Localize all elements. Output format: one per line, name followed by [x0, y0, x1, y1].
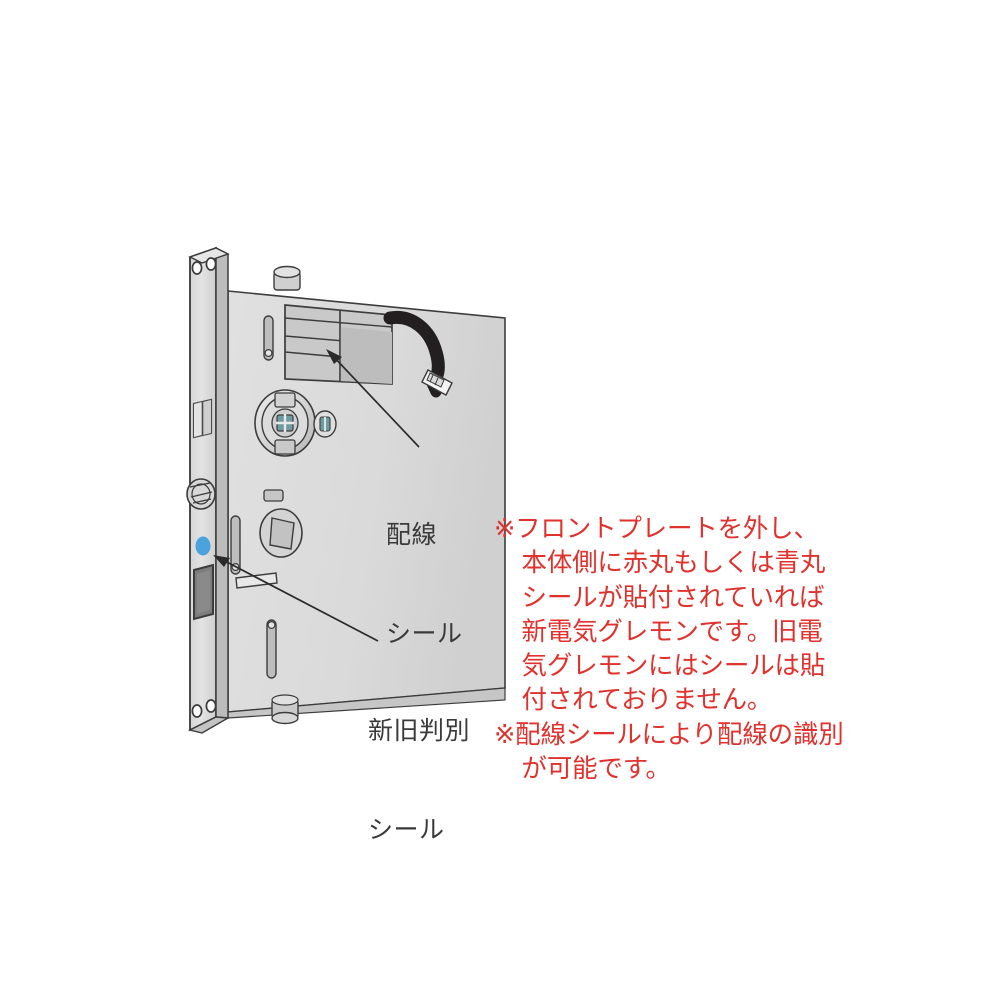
note-2: ※配線シールにより配線の識別が可能です。 [494, 719, 844, 785]
screw-hole-top-right [205, 257, 217, 271]
callout-label-wiring-seal-line2: シール [386, 619, 463, 648]
callout-label-oldnew-seal: 新旧判別 シール [368, 648, 470, 912]
front-plate [186, 246, 231, 734]
callout-label-wiring-seal: 配線 シール [386, 452, 463, 716]
wiring-seal-sticker [284, 304, 393, 385]
latch-bolt-opening [192, 398, 213, 439]
callout-label-wiring-seal-line1: 配線 [386, 520, 438, 549]
notes-block: ※フロントプレートを外し、本体側に赤丸もしくは青丸シールが貼付されていれば新電気… [494, 512, 844, 786]
case-bottom-stud [271, 694, 299, 725]
dead-bolt-opening [193, 563, 214, 621]
screw-hole-bottom-right [205, 699, 217, 713]
cylinder-screw [276, 414, 294, 432]
latch-tab [235, 572, 278, 589]
callout-leader-wiring [326, 349, 420, 448]
callout-leader-oldnew [213, 555, 379, 642]
spindle-hole [259, 508, 303, 558]
case-top-stud [273, 265, 301, 291]
cylinder-hub [254, 389, 316, 457]
cable-connector [421, 369, 453, 396]
callout-label-oldnew-seal-line1: 新旧判別 [368, 716, 471, 745]
note-1: ※フロントプレートを外し、本体側に赤丸もしくは青丸シールが貼付されていれば新電気… [494, 514, 826, 716]
screw-hole-top-left [191, 261, 203, 275]
thumb-turn [186, 478, 216, 510]
blue-dot-seal [195, 536, 211, 556]
screw-hole-bottom-left [191, 704, 203, 718]
lower-guide-slot [266, 619, 277, 679]
upper-guide-slot [263, 315, 274, 361]
side-screw [313, 410, 337, 438]
case-small-marker [263, 489, 284, 502]
callout-label-oldnew-seal-line2: シール [368, 815, 445, 844]
